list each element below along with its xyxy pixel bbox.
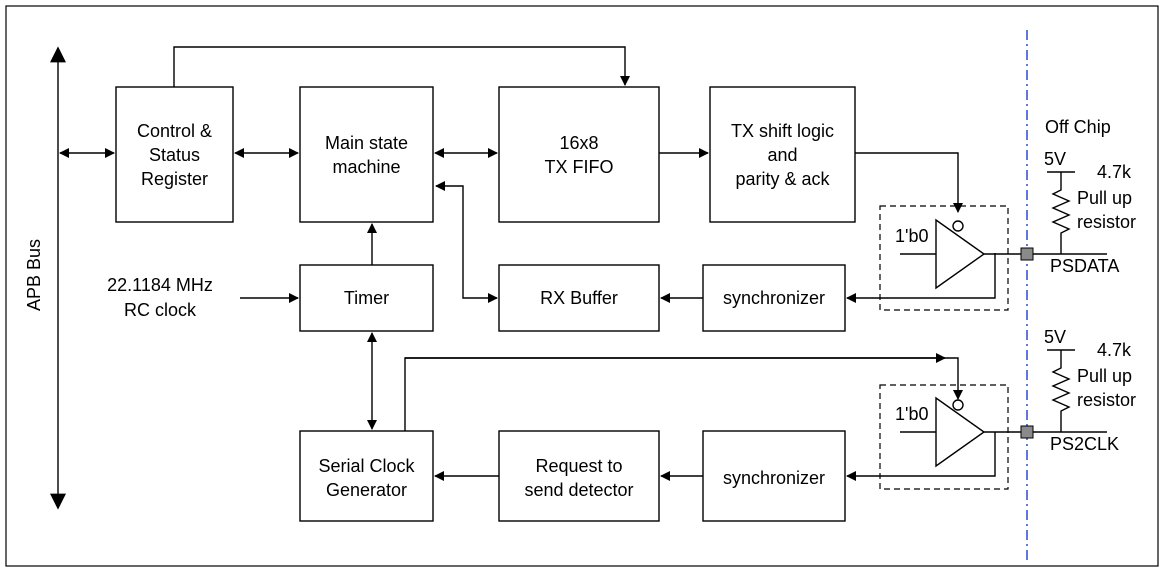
serialclock-to-buffer-wire	[404, 357, 963, 431]
pin-to-sync-top-wire	[846, 253, 996, 303]
resistor-label-top-1: Pull up	[1077, 188, 1132, 208]
pin-to-sync-bottom-wire	[846, 432, 996, 481]
shift-to-buffer-wire	[855, 152, 963, 213]
resistor-label-bottom-2: resistor	[1077, 390, 1136, 410]
synchronizer-top-block: synchronizer	[702, 264, 846, 332]
tristate-buffer-top: 1'b0	[879, 205, 1025, 311]
rx-buffer-block: RX Buffer	[498, 264, 660, 332]
outer-frame	[5, 5, 1159, 567]
svg-text:synchronizer: synchronizer	[723, 288, 825, 308]
pullup-bottom: 5V 4.7k Pull up resistor PS2CLK	[1033, 327, 1136, 454]
resistor-label-top-2: resistor	[1077, 212, 1136, 232]
timer-block: Timer	[299, 264, 434, 332]
pad-top	[1020, 247, 1034, 261]
svg-text:RX Buffer: RX Buffer	[540, 288, 618, 308]
apb-bus-label: APB Bus	[24, 239, 44, 311]
const-label-top: 1'b0	[895, 226, 928, 246]
pin-label-ps2clk: PS2CLK	[1050, 434, 1119, 454]
pin-label-psdata: PSDATA	[1050, 256, 1119, 276]
pad-bottom	[1020, 425, 1034, 439]
synchronizer-bottom-block: synchronizer	[702, 430, 846, 522]
voltage-label-bottom: 5V	[1044, 327, 1066, 347]
rxbuffer-main-wire	[435, 181, 498, 303]
const-label-bottom: 1'b0	[895, 404, 928, 424]
svg-text:Timer: Timer	[344, 288, 389, 308]
pullup-top: 5V 4.7k Pull up resistor PSDATA	[1033, 149, 1136, 276]
resistor-label-bottom-1: Pull up	[1077, 366, 1132, 386]
off-chip-label: Off Chip	[1045, 117, 1111, 137]
control-to-fifo-wire	[173, 46, 630, 87]
resistance-label-top: 4.7k	[1097, 162, 1132, 182]
voltage-label-top: 5V	[1044, 149, 1066, 169]
resistance-label-bottom: 4.7k	[1097, 340, 1132, 360]
svg-text:synchronizer: synchronizer	[723, 468, 825, 488]
tristate-buffer-bottom: 1'b0	[879, 384, 1025, 490]
